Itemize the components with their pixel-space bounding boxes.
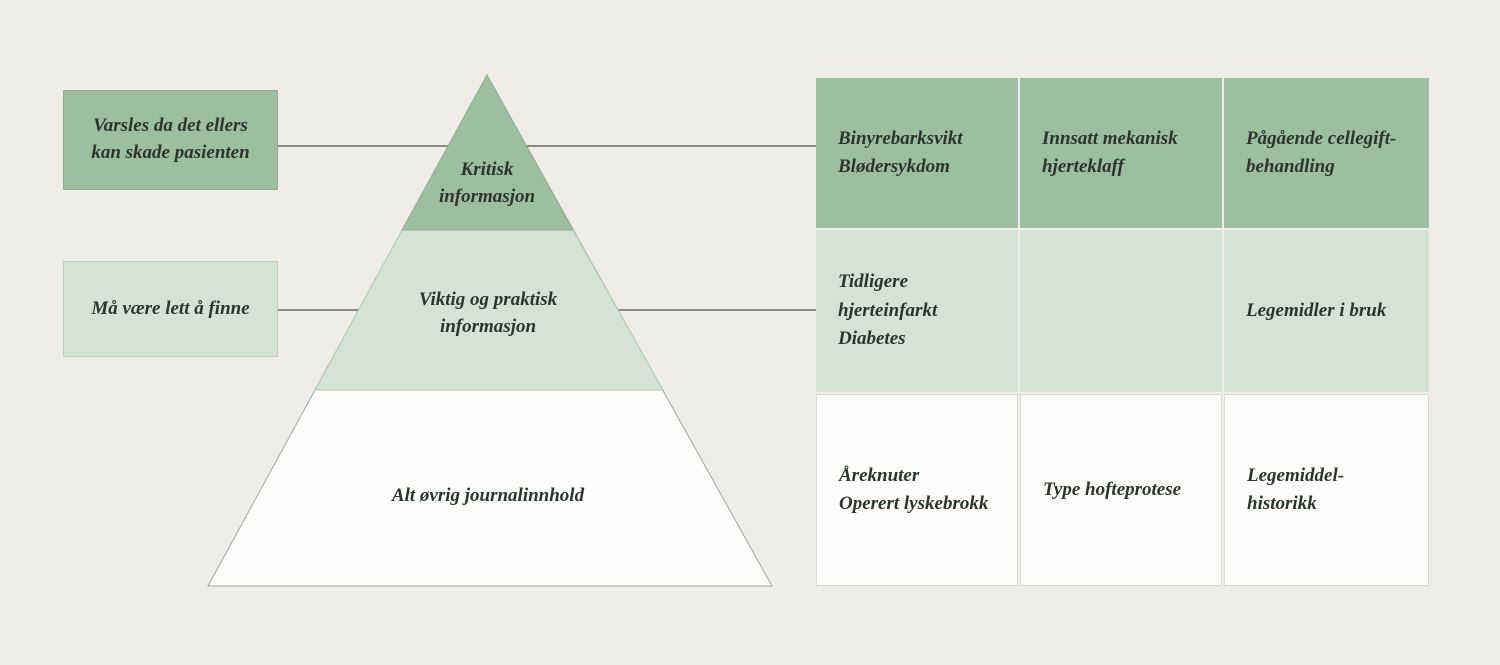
table-cell: Pågående cellegift- behandling xyxy=(1224,78,1429,228)
table-cell: Åreknuter Operert lyskebrokk xyxy=(816,394,1018,586)
callout-critical: Varsles da det ellers kan skade pasiente… xyxy=(63,90,278,190)
pyramid-level-critical-label: Kritisk informasjon xyxy=(438,159,536,207)
table-cell: Binyrebarksvikt Blødersykdom xyxy=(816,78,1018,228)
table-cell: Legemiddel- historikk xyxy=(1224,394,1429,586)
table-cell xyxy=(1020,230,1222,392)
pyramid-top-segment xyxy=(401,73,574,231)
table-cell: Tidligere hjerteinfarkt Diabetes xyxy=(816,230,1018,392)
callout-critical-label: Varsles da det ellers kan skade pasiente… xyxy=(91,115,250,163)
examples-table: Binyrebarksvikt Blødersykdom Innsatt mek… xyxy=(816,78,1429,586)
callout-important: Må være lett å finne xyxy=(63,261,278,357)
callout-important-label: Må være lett å finne xyxy=(91,297,250,319)
table-cell: Type hofteprotese xyxy=(1020,394,1222,586)
pyramid-level-important-label: Viktig og praktisk informasjon xyxy=(418,289,558,337)
pyramid-level-other-label: Alt øvrig journalinnhold xyxy=(391,485,585,506)
table-cell: Legemidler i bruk xyxy=(1224,230,1429,392)
table-cell: Innsatt mekanisk hjerteklaff xyxy=(1020,78,1222,228)
